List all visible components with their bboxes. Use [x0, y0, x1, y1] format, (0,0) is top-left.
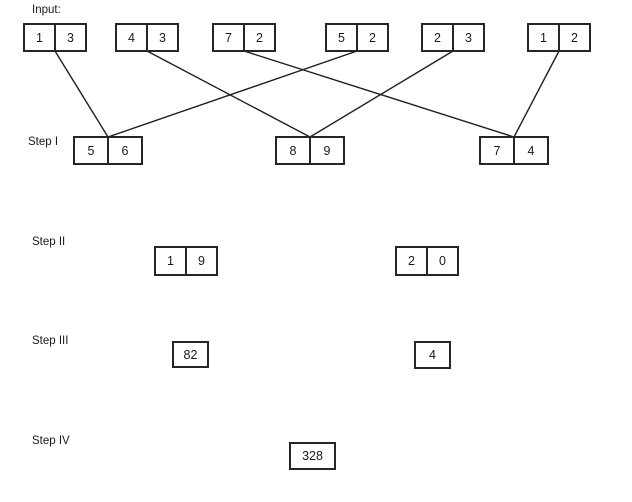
step3-box-2-value: 4 — [429, 348, 436, 362]
step2-row-label: Step II — [32, 236, 66, 248]
step1-box-1-cell-2: 6 — [121, 143, 129, 158]
step2-box-1: 1 9 — [154, 246, 218, 276]
step3-box-2: 4 — [414, 341, 451, 369]
step1-box-1: 5 6 — [73, 136, 143, 165]
input-box-6: 1 2 — [527, 23, 591, 52]
input-box-5: 2 3 — [421, 23, 485, 52]
step2-box-2: 2 0 — [395, 246, 459, 276]
input-box-2: 4 3 — [115, 23, 179, 52]
step3-box-1: 82 — [172, 341, 209, 368]
step1-box-2-cell-2: 9 — [323, 143, 331, 158]
step1-box-1-cell-1: 5 — [75, 138, 109, 163]
step1-box-3-cell-1: 7 — [481, 138, 515, 163]
input-box-3: 7 2 — [212, 23, 276, 52]
step2-box-1-cell-2: 9 — [198, 254, 205, 268]
step4-row-label: Step IV — [32, 435, 70, 447]
step1-box-3-cell-2: 4 — [527, 143, 535, 158]
step2-box-2-cell-1: 2 — [397, 248, 428, 274]
input-box-6-cell-1: 1 — [529, 25, 560, 50]
step4-box-1-value: 328 — [302, 449, 323, 463]
input-box-1-cell-1: 1 — [25, 25, 56, 50]
step3-row-label: Step III — [32, 335, 69, 347]
step1-box-2: 8 9 — [275, 136, 345, 165]
step1-box-2-cell-1: 8 — [277, 138, 311, 163]
input-box-1: 1 3 — [23, 23, 87, 52]
input-box-5-cell-1: 2 — [423, 25, 454, 50]
step1-row-label: Step I — [28, 136, 59, 148]
step2-box-1-cell-1: 1 — [156, 248, 187, 274]
input-box-1-cell-2: 3 — [67, 30, 74, 45]
input-box-6-cell-2: 2 — [571, 30, 578, 45]
step4-box-1: 328 — [289, 442, 336, 470]
input-box-2-cell-2: 3 — [159, 30, 166, 45]
input-box-4-cell-2: 2 — [369, 30, 376, 45]
step3-box-1-value: 82 — [183, 347, 198, 362]
input-box-5-cell-2: 3 — [465, 30, 472, 45]
step1-box-3: 7 4 — [479, 136, 549, 165]
input-box-4: 5 2 — [325, 23, 389, 52]
input-box-3-cell-2: 2 — [256, 30, 263, 45]
input-box-3-cell-1: 7 — [214, 25, 245, 50]
step2-box-2-cell-2: 0 — [439, 254, 446, 268]
input-row-label: Input: — [32, 4, 61, 16]
input-box-4-cell-1: 5 — [327, 25, 358, 50]
input-box-2-cell-1: 4 — [117, 25, 148, 50]
